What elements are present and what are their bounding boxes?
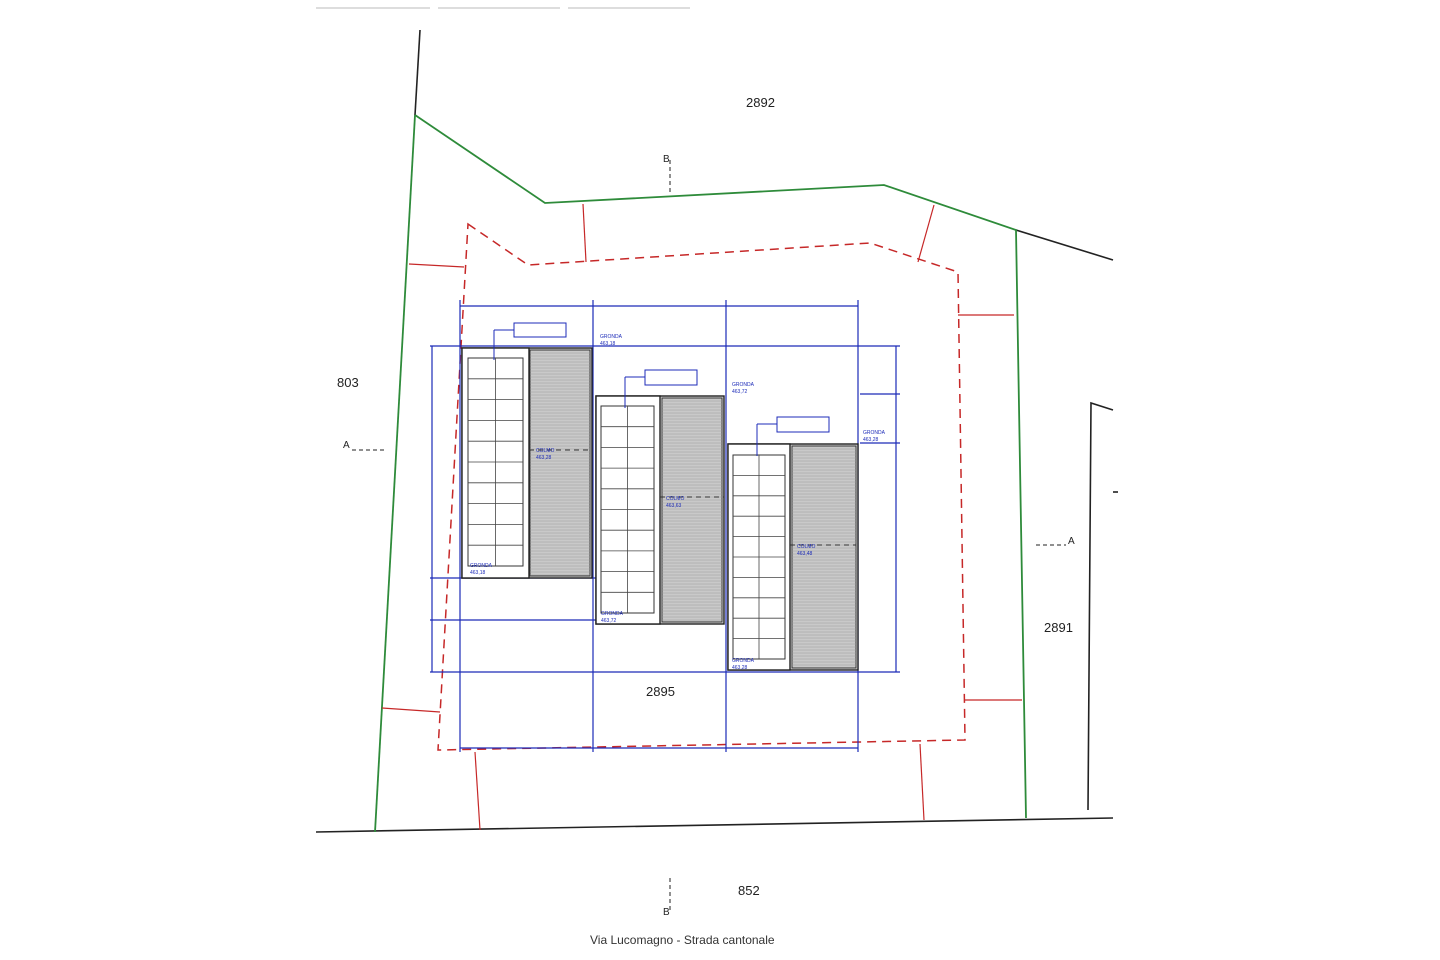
- b3-gronda-bottom-value: 463,28: [732, 665, 748, 671]
- setback-line: [437, 222, 966, 751]
- b2-gronda-label: GRONDA: [732, 382, 755, 388]
- b2-gronda-value: 463,72: [732, 389, 748, 395]
- b3-gronda-label: GRONDA: [863, 430, 886, 436]
- neighbour-lines: [315, 29, 1118, 833]
- b1-gronda-bottom-value: 463,18: [470, 570, 486, 576]
- property-boundary: [374, 114, 1027, 833]
- roof-hatching: [530, 352, 856, 666]
- annotation-callouts: [493, 322, 830, 456]
- parcel-east: 2891: [1044, 620, 1073, 635]
- section-b-top: B: [663, 154, 670, 165]
- b3-gronda-bottom-label: GRONDA: [732, 658, 755, 664]
- b3-gronda-value: 463,28: [863, 437, 879, 443]
- section-b-bottom: B: [663, 907, 670, 918]
- b2-gronda-bottom-value: 463,72: [601, 618, 617, 624]
- b2-colmo-label: COLMO: [666, 496, 684, 502]
- b2-colmo-value: 463,63: [666, 503, 682, 509]
- parcel-west: 803: [337, 375, 359, 390]
- setback-dimensions: [381, 203, 1022, 831]
- parcel-south: 852: [738, 883, 760, 898]
- elevation-labels: GRONDA 463,18 COLMO 463,28 GRONDA 463,18…: [470, 334, 886, 671]
- b2-gronda-bottom-label: GRONDA: [601, 611, 624, 617]
- solar-panel-grids: [468, 358, 785, 659]
- b1-colmo-label: COLMO: [536, 448, 554, 454]
- section-a-right: A: [1068, 536, 1075, 547]
- b1-gronda-value: 463,18: [600, 341, 616, 347]
- b1-colmo-value: 463,28: [536, 455, 552, 461]
- section-markers: [352, 160, 1066, 912]
- section-a-left: A: [343, 440, 350, 451]
- b1-gronda-label: GRONDA: [600, 334, 623, 340]
- building-1: [461, 347, 593, 579]
- b1-gronda-bottom-label: GRONDA: [470, 563, 493, 569]
- ridge-lines: [529, 449, 856, 546]
- b3-colmo-label: COLMO: [797, 544, 815, 550]
- b3-colmo-value: 463,48: [797, 551, 813, 557]
- parcel-site: 2895: [646, 684, 675, 699]
- parcel-north: 2892: [746, 95, 775, 110]
- road-label: Via Lucomagno - Strada cantonale: [590, 933, 775, 947]
